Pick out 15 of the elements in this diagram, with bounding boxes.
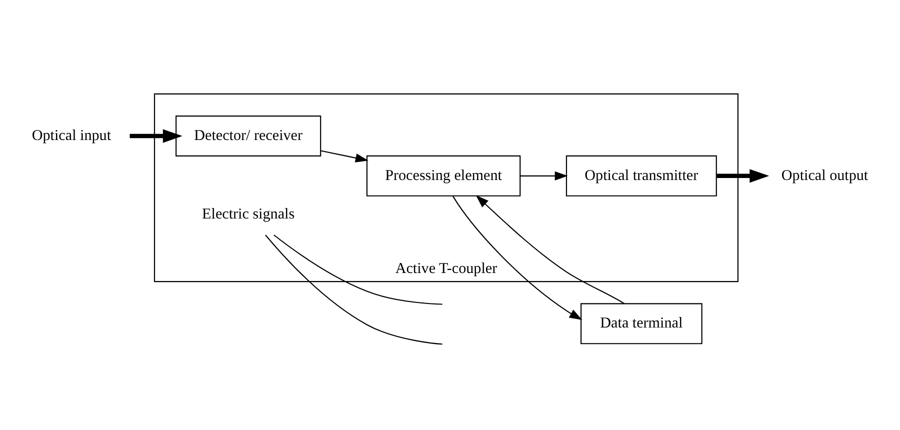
node-text: Optical output <box>781 168 868 184</box>
arrow <box>130 129 182 143</box>
arrow <box>520 171 568 180</box>
node-text: Optical input <box>32 128 112 144</box>
arrow <box>476 195 625 304</box>
node-box: Data terminal <box>580 303 702 344</box>
node-box: Optical transmitter <box>566 155 717 196</box>
arrow <box>320 150 368 162</box>
node-box: Detector/ receiver <box>176 116 322 156</box>
node-box: Processing element <box>366 155 521 196</box>
connector <box>265 234 442 345</box>
connector <box>274 234 442 305</box>
arrow <box>452 196 582 320</box>
node-text: Electric signals <box>202 206 295 223</box>
arrow <box>716 169 770 183</box>
